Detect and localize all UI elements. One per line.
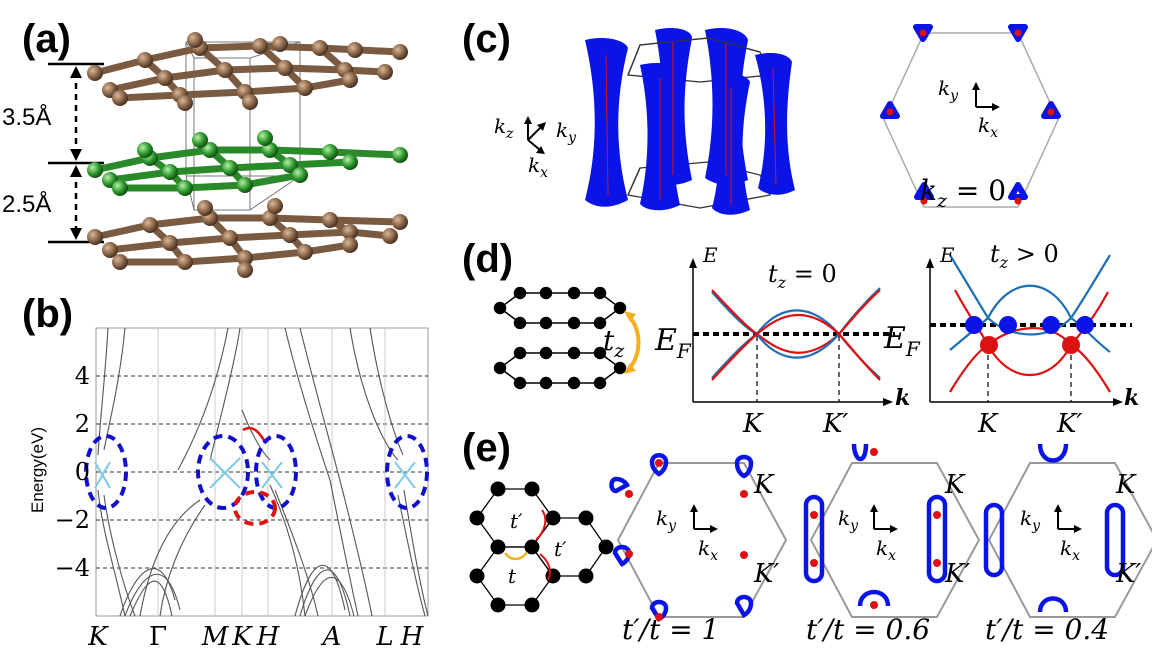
x-tick-label: A bbox=[321, 622, 342, 652]
graphene-layer-bottom bbox=[87, 198, 408, 278]
mid-EF-label: EF bbox=[883, 321, 921, 361]
y-tick-label: 0 bbox=[75, 458, 90, 486]
axis-kz-label: kz bbox=[494, 114, 514, 142]
hex2-Kp-label: K′ bbox=[944, 559, 970, 589]
x-tick-label: M bbox=[201, 622, 230, 652]
hex2-kx: kx bbox=[876, 536, 896, 564]
plot2-k-axis-label: k bbox=[1124, 385, 1139, 411]
hex2-ky: ky bbox=[838, 506, 859, 534]
hex1-ky: ky bbox=[656, 506, 677, 534]
hex1-caption: t′/t = 1 bbox=[622, 613, 719, 646]
tp-label-2: t′ bbox=[554, 537, 567, 561]
tz-hop-arrow bbox=[626, 313, 641, 372]
tp-hop-arrow-1 bbox=[535, 509, 547, 541]
hex3-K-label: K bbox=[1115, 470, 1137, 500]
hex2-K-label: K bbox=[944, 470, 966, 500]
tz-label: tz bbox=[603, 324, 625, 362]
tp-hop-arrow-2 bbox=[539, 553, 551, 581]
y-tick-labels: 4 2 0 −2 −4 bbox=[55, 362, 90, 582]
dirac-crossings bbox=[94, 457, 416, 489]
ellipse-H-end bbox=[385, 434, 429, 510]
honeycomb-atoms bbox=[469, 481, 614, 613]
tp-label-1: t′ bbox=[510, 509, 523, 533]
panel-a-label: (a) bbox=[22, 17, 71, 61]
plot1-EF-label: EF bbox=[654, 323, 692, 363]
y-tick-label: 2 bbox=[75, 410, 90, 438]
y-tick-label: −4 bbox=[55, 554, 90, 582]
hex1-Kp-label: K′ bbox=[753, 559, 779, 589]
layer-spacing-markers bbox=[48, 62, 104, 244]
hex1-kx: kx bbox=[698, 536, 718, 564]
axis-ky-label: ky bbox=[556, 118, 577, 146]
fermi-hex-1: ky kx K K′ t′/t = 1 bbox=[609, 453, 788, 646]
x-tick-label: H bbox=[256, 622, 281, 652]
slice-caption: kz = 0 bbox=[920, 174, 1006, 212]
red-band-segment bbox=[242, 426, 267, 443]
axis-kx-label: kx bbox=[528, 153, 548, 181]
x-tick-label: Γ bbox=[149, 622, 167, 652]
plot1-k-axis-label: k bbox=[895, 385, 910, 411]
y-tick-label: −2 bbox=[55, 506, 90, 534]
fermi-slice-kz0: ky kx bbox=[880, 24, 1061, 208]
ellipse-K bbox=[84, 434, 128, 510]
panel-c: (c) kz ky kx bbox=[462, 17, 1061, 215]
bilayer-schematic bbox=[493, 286, 627, 390]
plot1-Kp-tick: K′ bbox=[822, 409, 848, 439]
spacing-bottom-label: 2.5Å bbox=[2, 190, 51, 218]
y-axis-label: Energy(eV) bbox=[28, 427, 47, 513]
plot1-E-label: E bbox=[702, 243, 718, 267]
plot-grid bbox=[96, 328, 428, 616]
x-tick-label: K bbox=[87, 622, 109, 652]
spacing-top-label: 3.5Å bbox=[2, 103, 51, 131]
t-label: t bbox=[508, 564, 517, 588]
panel-d: (d) tz E tz = 0 EF bbox=[462, 237, 1139, 439]
hex3-Kp-label: K′ bbox=[1115, 559, 1141, 589]
x-tick-label: H bbox=[400, 622, 425, 652]
ellipse-M bbox=[196, 434, 250, 510]
panel-b-label: (b) bbox=[22, 292, 73, 336]
plot2-K-tick: K bbox=[977, 409, 999, 439]
slice-ky-label: ky bbox=[938, 76, 959, 104]
fermi-hex-2: ky kx K K′ t′/t = 0.6 bbox=[803, 443, 981, 646]
panel-d-label: (d) bbox=[462, 237, 513, 281]
hex2-caption: t′/t = 0.6 bbox=[806, 613, 930, 646]
graphene-layer-top bbox=[87, 32, 408, 111]
plot1-title: tz = 0 bbox=[768, 260, 837, 292]
plot1-K-tick: K bbox=[742, 409, 764, 439]
axes-3d bbox=[524, 116, 546, 154]
hex3-kx: kx bbox=[1060, 536, 1080, 564]
dispersion-plot-tz-pos: E tz > 0 K K′ k bbox=[926, 240, 1139, 439]
panel-a: (a) 3.5Å 2.5Å bbox=[2, 17, 408, 278]
hex3-ky: ky bbox=[1020, 506, 1041, 534]
plot2-title: tz > 0 bbox=[990, 240, 1059, 272]
hex3-caption: t′/t = 0.4 bbox=[985, 613, 1109, 646]
plot2-E-label: E bbox=[939, 243, 955, 267]
plot2-Kp-tick: K′ bbox=[1056, 409, 1082, 439]
ellipse-red bbox=[233, 490, 277, 526]
x-tick-label: L bbox=[375, 622, 393, 652]
fermi-hex-3: ky kx K K′ t′/t = 0.4 bbox=[983, 443, 1152, 646]
ellipse-H bbox=[254, 434, 298, 510]
dispersion-plot-tz0: E tz = 0 EF K K′ k bbox=[654, 243, 910, 439]
highlight-ellipses bbox=[84, 434, 429, 526]
graphene-layer-middle bbox=[87, 130, 408, 196]
hex1-K-label: K bbox=[753, 470, 775, 500]
panel-e-label: (e) bbox=[462, 426, 511, 470]
panel-b: (b) Energy(eV) bbox=[22, 292, 429, 652]
slice-kx-label: kx bbox=[978, 113, 998, 141]
panel-e: (e) t t′ t′ bbox=[462, 426, 1152, 646]
panel-c-label: (c) bbox=[462, 17, 511, 61]
fermi-surface-3d bbox=[585, 27, 795, 215]
x-tick-label: K bbox=[231, 622, 253, 652]
t-hop-arrow bbox=[504, 551, 529, 561]
y-tick-label: 4 bbox=[75, 362, 90, 390]
